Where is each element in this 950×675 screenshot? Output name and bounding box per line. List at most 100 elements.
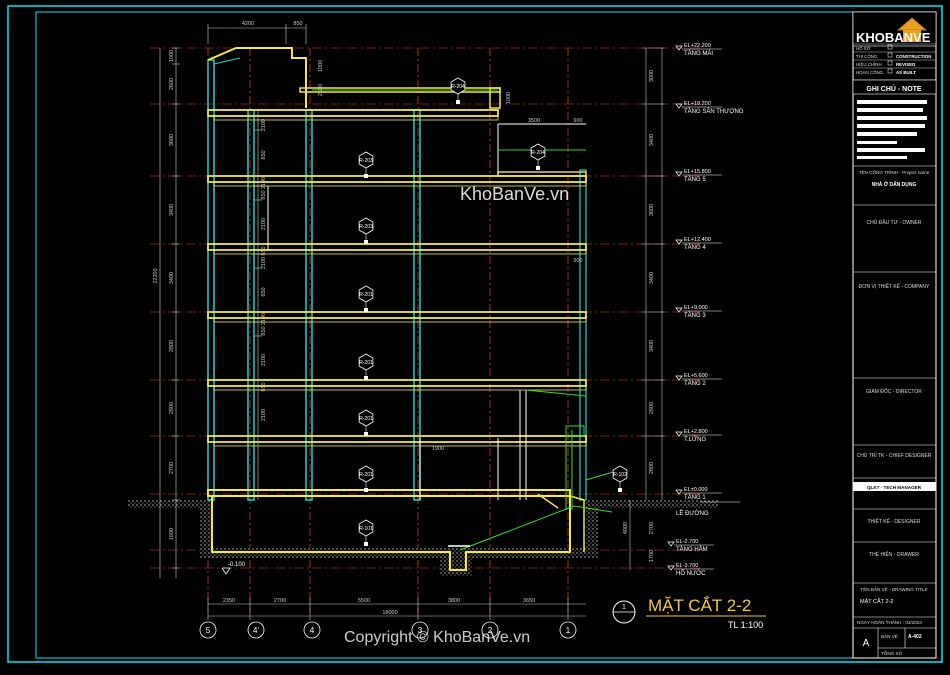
level-elevation: EL+19.200 (684, 101, 711, 107)
tb-row-value: REVISED (896, 62, 915, 67)
dim-left: 2700 (169, 462, 175, 474)
dim-left-inner: 850 (261, 326, 267, 335)
grid-axis-label: 5 (206, 626, 211, 635)
grid-axis-bubble: 4 (303, 621, 321, 639)
dim-left: 1600 (169, 528, 175, 540)
room-tag-label: R-102 (613, 472, 627, 478)
dim-left-inner: 2100 (261, 313, 267, 325)
dim-left: 3600 (169, 134, 175, 146)
dim-top: 4200 (242, 21, 254, 27)
dim-right: 4000 (623, 522, 629, 534)
watermark: KhoBanVe.vn (460, 184, 569, 204)
dim-misc: 900 (573, 258, 582, 264)
drawing-title: MẶT CẮT 2-2 (648, 596, 751, 615)
dim-left-inner: 850 (261, 287, 267, 296)
grid-axis-label: 3 (418, 626, 423, 635)
base-level-marker (221, 567, 231, 575)
dim-right: 3000 (649, 70, 655, 82)
dim-right: 2700 (649, 522, 655, 534)
dim-left-inner: 850 (261, 150, 267, 159)
dim-bottom: 2700 (274, 598, 286, 604)
level-name: TẦNG 3 (684, 312, 706, 319)
room-tag-label: R-203 (359, 224, 373, 230)
room-tag: R-204 (530, 143, 546, 170)
dim-left: 1000 (169, 50, 175, 62)
tb-row-label: THI CÔNG (856, 54, 878, 59)
floor-slab (207, 435, 587, 443)
level-elevation: EL-3.700 (676, 563, 698, 569)
dim-bottom: 2350 (223, 598, 235, 604)
tb-row-checkbox (887, 52, 893, 58)
project-label: TÊN CÔNG TRÌNH - Project name (859, 168, 930, 175)
designer-label: THIẾT KẾ - DESIGNER (868, 518, 921, 525)
date-label: NGÀY HOÀN THÀNH : 03/2024 (857, 619, 922, 625)
dim-left-inner: 850 (261, 382, 267, 391)
logo-icon (896, 17, 928, 42)
tb-row-checkbox (887, 44, 893, 50)
tb-row-label: HỒ SƠ (856, 46, 871, 51)
dim-misc: 3500 (528, 118, 540, 124)
tb-row-label: HIỆU CHỈNH (856, 62, 882, 67)
dim-right: 2800 (649, 402, 655, 414)
dim-left-inner: 2100 (261, 218, 267, 230)
level-marker: LỀ ĐƯỜNG (676, 501, 740, 517)
tb-row-label: HOÀN CÔNG (856, 70, 884, 75)
drawing-title-label: TÊN BẢN VẼ - DRAWING TITLE (860, 585, 927, 592)
dim-top: 850 (293, 21, 302, 27)
tb-row-checkbox (887, 68, 893, 74)
level-name: TẦNG 4 (684, 244, 706, 251)
level-name: TẦNG 1 (684, 494, 706, 501)
grid-axis-bubble: 3 (411, 621, 429, 639)
note-lines (857, 100, 927, 159)
dim-bottom: 3800 (448, 598, 460, 604)
room-tag-label: R-204 (451, 84, 465, 90)
level-name: TẦNG SÂN THƯỢNG (684, 108, 744, 115)
dim-misc: 1000 (318, 60, 324, 72)
dim-misc: 1900 (432, 446, 444, 452)
level-elevation: EL+22.200 (684, 43, 711, 49)
dim-misc: 1000 (506, 92, 512, 104)
size-value: A (863, 638, 870, 649)
level-elevation: EL±0.000 (684, 487, 708, 493)
grid-lines (150, 47, 700, 612)
level-name: TẦNG HẦM (676, 546, 708, 553)
grid-axis-label: 1 (566, 626, 571, 635)
level-elevation: EL+5.600 (684, 373, 708, 379)
dim-bottom: 3650 (523, 598, 535, 604)
dim-left-inner: 2100 (261, 119, 267, 131)
dimensions-left: 2220010002600360034003400280028002700160… (153, 47, 267, 578)
room-tag: R-203 (358, 217, 374, 244)
dim-left-inner: 2100 (261, 354, 267, 366)
level-elevation: EL+2.800 (684, 429, 708, 435)
terrace-slab (497, 171, 587, 177)
room-tag-label: R-203 (359, 158, 373, 164)
floor-beam (213, 115, 499, 121)
dim-left-total: 22200 (153, 268, 159, 283)
room-tag: R-201 (358, 353, 374, 380)
grid-axis-bubble: 1 (559, 621, 577, 639)
note-header: GHI CHÚ - NOTE (866, 84, 922, 93)
dim-bottom: 5500 (358, 598, 370, 604)
level-elevation: EL+12.400 (684, 237, 711, 243)
dim-left-inner: 850 (261, 246, 267, 255)
sheet-label: BẢN VẼ (881, 633, 898, 639)
outer-frame (7, 5, 943, 663)
room-tag-label: R-101 (359, 526, 373, 532)
level-name: TẦNG 5 (684, 176, 706, 183)
level-name: TẦNG 2 (684, 380, 706, 387)
tb-row-value: CONSTRUCTION (896, 54, 931, 59)
dim-right: 2800 (649, 462, 655, 474)
dim-right: 3400 (649, 340, 655, 352)
room-tag-label: R-201 (359, 360, 373, 366)
room-tag: R-204 (450, 77, 466, 104)
room-tag: R-201 (358, 409, 374, 436)
